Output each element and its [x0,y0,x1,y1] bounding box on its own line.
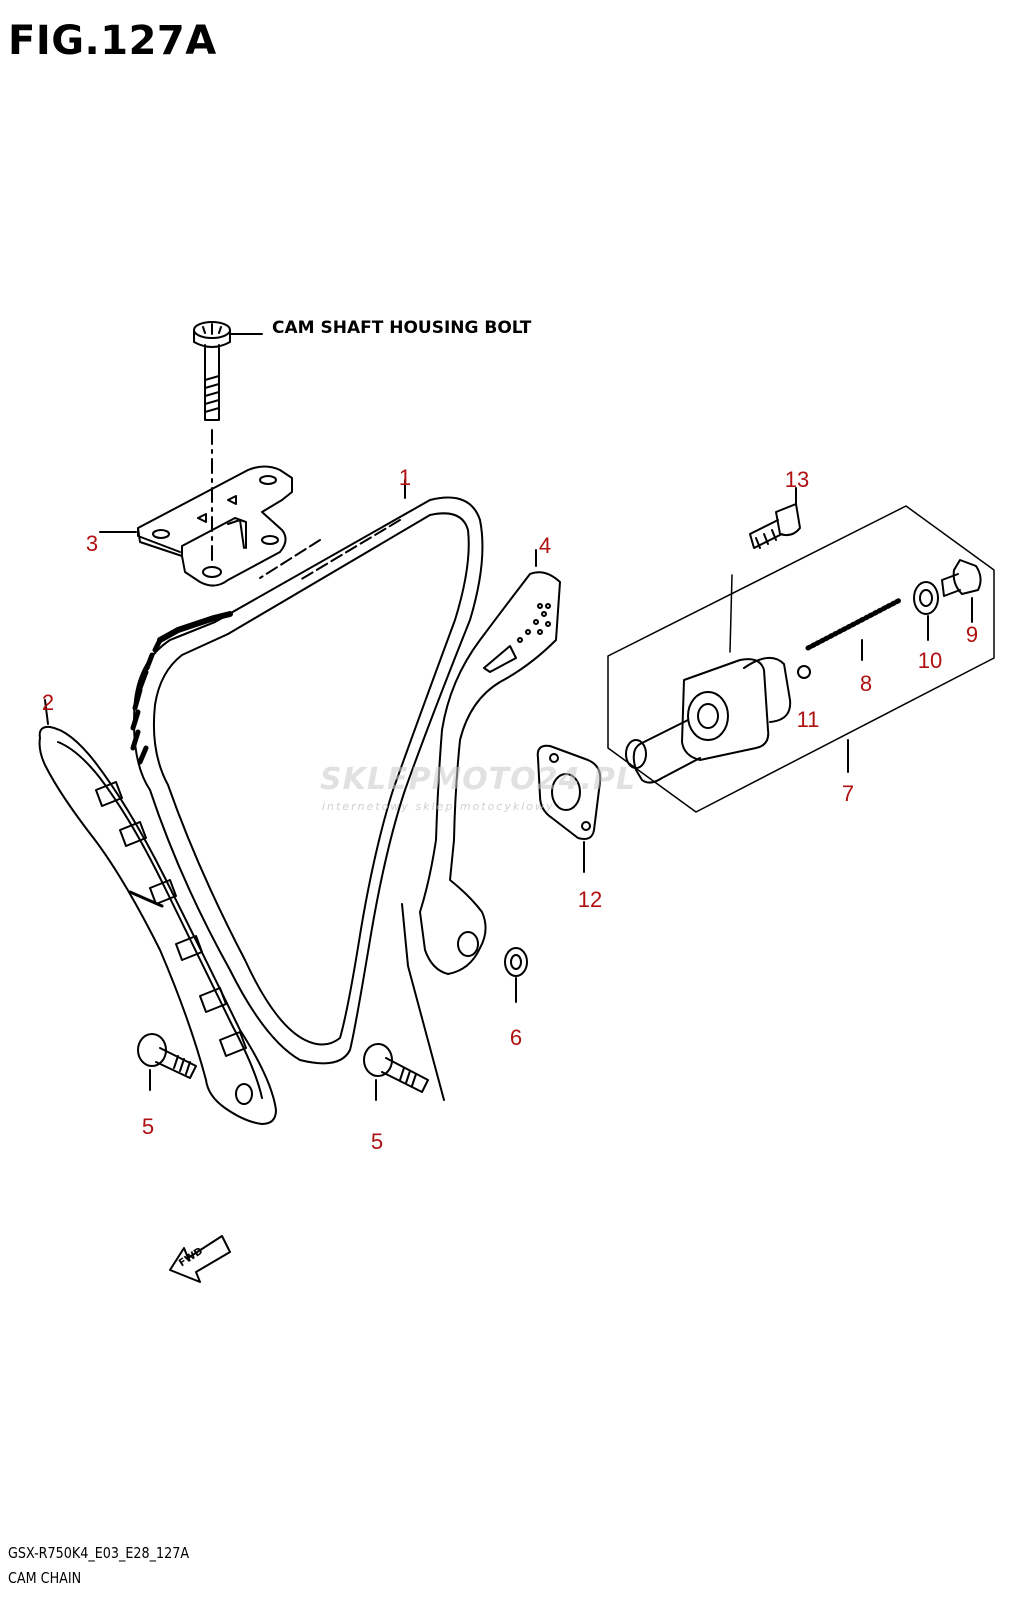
part-9-cap-bolt [941,559,982,623]
callout-13: 13 [784,467,810,492]
part-5-guide-bolt-left [137,1033,197,1091]
part-3-housing-bracket [99,465,293,587]
part-5-guide-bolt-right [363,1043,429,1101]
cam-shaft-housing-bolt [193,321,263,561]
callout-7: 7 [841,781,855,806]
callout-5-left: 5 [141,1114,155,1139]
callout-6: 6 [509,1025,523,1050]
part-2-chain-guide [38,699,277,1125]
callout-4: 4 [538,533,552,558]
watermark-subtext: internetowy sklep motocyklowy [322,800,555,813]
part-1-cam-chain [130,479,484,1065]
footer-section: CAM CHAIN [8,1569,82,1587]
part-4-tensioner-guide [401,549,561,1101]
callout-1: 1 [398,465,412,490]
cam-shaft-housing-bolt-label: CAM SHAFT HOUSING BOLT [272,318,532,338]
figure-title: FIG.127A [8,18,217,64]
callout-8: 8 [859,671,873,696]
part-13-bolt [749,487,801,549]
footer-model-code: GSX-R750K4_E03_E28_127A [8,1544,190,1562]
part-10-washer [913,581,939,641]
callout-10: 10 [917,648,943,673]
callout-12: 12 [577,887,603,912]
callout-2: 2 [41,690,55,715]
part-11-ball [797,665,811,679]
part-8-spring [805,597,903,661]
part-7-tensioner-assembly [607,505,995,813]
callout-5-right: 5 [370,1129,384,1154]
callout-3: 3 [85,531,99,556]
part-12-gasket [536,744,602,873]
watermark: SKLEPMOTO24.PL [320,762,637,797]
part-6-washer [504,947,528,1003]
callout-9: 9 [965,622,979,647]
callout-11: 11 [796,707,820,732]
fwd-arrow-icon [169,1235,231,1283]
